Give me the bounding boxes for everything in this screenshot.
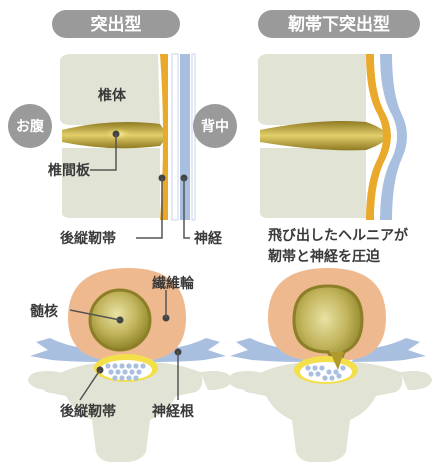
nerve-root-leader bbox=[174, 348, 182, 400]
back-label: 背中 bbox=[201, 118, 229, 135]
right-sagittal-view bbox=[258, 54, 407, 220]
ligament-leader bbox=[136, 174, 166, 239]
right-axial-view bbox=[228, 268, 432, 462]
herniated-nucleus bbox=[292, 284, 364, 372]
subligamentous-title-pill: 靭帯下突出型 bbox=[258, 10, 420, 38]
protrusion-title-pill: 突出型 bbox=[52, 10, 180, 38]
ligament-bulged bbox=[366, 54, 391, 220]
ligament bbox=[160, 54, 168, 220]
lower-vertebra-right bbox=[260, 148, 366, 218]
nerve-root-left bbox=[30, 338, 104, 362]
subligamentous-title: 靭帯下突出型 bbox=[288, 14, 390, 35]
herniation-note-line1: 飛び出したヘルニアが bbox=[267, 227, 409, 244]
nerve-label: 神経 bbox=[194, 230, 223, 247]
herniated-disc bbox=[260, 121, 388, 151]
lower-vertebra bbox=[62, 148, 160, 218]
left-axial-view bbox=[28, 268, 232, 462]
nerve-root-label: 神経根 bbox=[152, 403, 195, 420]
disc-leader bbox=[90, 130, 120, 171]
nerve bbox=[180, 54, 190, 220]
nucleus-leader bbox=[69, 309, 124, 324]
back-marker: 背中 bbox=[193, 104, 237, 148]
abdomen-label: お腹 bbox=[16, 118, 45, 135]
intervertebral-disc-label: 椎間板 bbox=[47, 162, 91, 179]
nerve-root-right bbox=[152, 338, 226, 362]
ligament-label: 後縦靭帯 bbox=[60, 230, 116, 247]
vertebral-arch-right bbox=[243, 361, 403, 462]
vertebral-arch bbox=[43, 361, 203, 462]
upper-vertebra-right bbox=[258, 54, 366, 125]
nerve-bulged bbox=[380, 54, 407, 220]
annulus-leader bbox=[162, 290, 170, 322]
nucleus-label: 髄核 bbox=[30, 303, 58, 320]
annulus-label: 繊維輪 bbox=[152, 275, 195, 292]
nerve-root-left-right-panel bbox=[230, 338, 304, 362]
upper-vertebra bbox=[60, 54, 160, 125]
left-sagittal-view bbox=[60, 53, 196, 221]
abdomen-marker: お腹 bbox=[8, 104, 52, 148]
herniation-note-line2: 靭帯と神経を圧迫 bbox=[268, 248, 381, 265]
nerve-leader bbox=[180, 174, 190, 239]
nerve-root-right-right-panel bbox=[352, 338, 426, 362]
protrusion-title: 突出型 bbox=[91, 14, 142, 35]
vertebral-body-label: 椎体 bbox=[97, 87, 127, 104]
ligament-lower-leader bbox=[79, 366, 104, 401]
ligament-lower-label: 後縦靭帯 bbox=[60, 403, 116, 420]
